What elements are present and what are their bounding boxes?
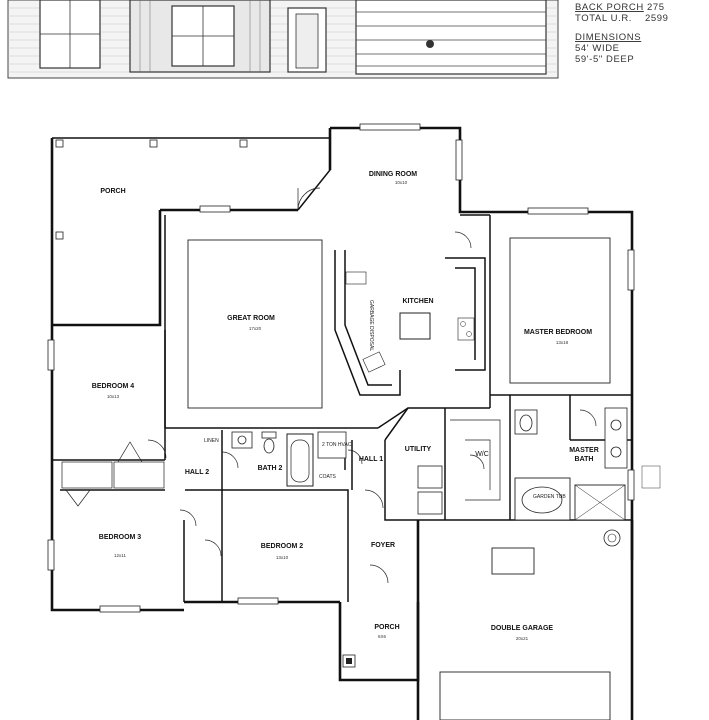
hvac-label: 2 TON HVAC <box>322 442 352 448</box>
master-bath-label-2: BATH <box>575 456 594 463</box>
bedroom-closets <box>61 441 165 507</box>
master-bedroom-size: 13x18 <box>556 340 569 345</box>
front-porch-label: PORCH <box>374 624 399 631</box>
garage-label: DOUBLE GARAGE <box>491 625 554 632</box>
wic-label: W/C <box>475 451 489 458</box>
interior-walls <box>52 214 632 602</box>
bedroom2-size: 13x10 <box>276 555 289 560</box>
column-base <box>346 658 352 664</box>
dining-room-label: DINING ROOM <box>369 171 417 178</box>
master-bedroom-label: MASTER BEDROOM <box>524 329 592 336</box>
foyer-label: FOYER <box>371 542 395 549</box>
total-ur-value: 2599 <box>645 13 669 24</box>
windows <box>47 123 635 613</box>
garage-details <box>439 465 661 720</box>
garage-size: 20x21 <box>516 636 529 641</box>
kitchen-sink <box>362 351 386 373</box>
kitchen-cabinets <box>334 250 486 396</box>
great-room-size: 17x20 <box>249 326 262 331</box>
dimensions-heading: DIMENSIONS <box>575 32 641 43</box>
kitchen-label: KITCHEN <box>402 298 433 305</box>
great-room-label: GREAT ROOM <box>227 315 275 322</box>
door-swings <box>147 187 597 584</box>
hvac-closet <box>317 431 347 459</box>
bedroom3-size: 12x11 <box>114 553 126 558</box>
dimension-width: 54' WIDE <box>575 43 620 54</box>
master-bed-outline <box>509 237 611 384</box>
bedroom3-label: BEDROOM 3 <box>99 534 142 541</box>
room-labels: PORCH DINING ROOM 10x10 GREAT ROOM 17x20… <box>92 171 599 641</box>
refrigerator <box>345 271 367 285</box>
master-bath-fixtures <box>514 407 628 521</box>
great-room-outline <box>187 239 323 409</box>
utility-label: UTILITY <box>405 446 432 453</box>
garbage-disposal-label: GARBAGE DISPOSAL <box>368 300 374 351</box>
back-porch-label: BACK PORCH <box>575 2 644 13</box>
front-porch-size: 6X6 <box>378 634 387 639</box>
rear-porch-outline <box>52 137 331 211</box>
porch-columns <box>55 139 248 240</box>
linen-label: LINEN <box>204 438 219 444</box>
hall2-label: HALL 2 <box>185 469 209 476</box>
bath2-fixtures <box>231 431 314 487</box>
bedroom4-size: 10x13 <box>107 394 120 399</box>
range <box>457 317 475 341</box>
dining-room-size: 10x10 <box>395 180 408 185</box>
bath2-label: BATH 2 <box>258 465 283 472</box>
kitchen-island <box>399 312 431 340</box>
bedroom2-label: BEDROOM 2 <box>261 543 304 550</box>
sheet-info: BACK PORCH 275 TOTAL U.R. 2599 DIMENSION… <box>575 2 669 65</box>
hall1-label: HALL 1 <box>359 456 383 463</box>
utility-fixtures <box>417 419 501 515</box>
master-bath-label: MASTER <box>569 447 599 454</box>
garden-tub-label: GARDEN TUB <box>533 494 566 500</box>
back-porch-value: 275 <box>647 2 665 13</box>
total-ur-label: TOTAL U.R. <box>575 13 632 24</box>
front-elevation <box>7 0 559 79</box>
dimension-depth: 59'-5" DEEP <box>575 54 634 65</box>
coats-label: COATS <box>319 474 337 480</box>
bedroom4-label: BEDROOM 4 <box>92 383 135 390</box>
porch-rear-label: PORCH <box>100 188 125 195</box>
